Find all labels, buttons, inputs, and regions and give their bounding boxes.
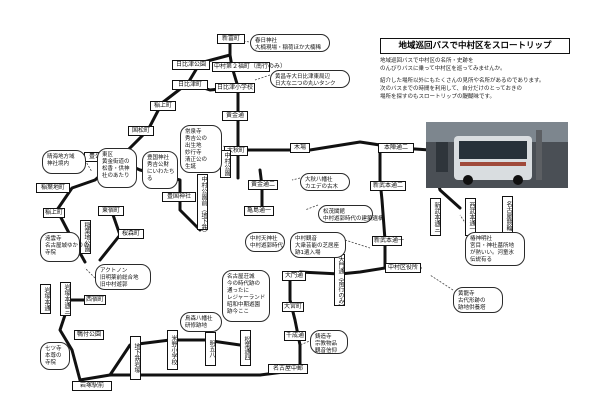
stop-nakamura-koen-mae: 中村公園前（地下鉄） — [197, 174, 208, 236]
note-kasuga-jinja: 春日神社 大楠現場・稲荷ほか大楠稀 — [250, 34, 330, 52]
bus-photo — [426, 122, 568, 188]
stop-kiba: 木場 — [290, 143, 310, 153]
stop-inabaji-koen: 稲葉地公園 — [80, 220, 91, 254]
note-chuzo-ji: 鋳造寺 宗教物品 観音信仰 — [310, 330, 348, 354]
note-actnon: アクトノン 旧明薬前総合地 旧中村遊郭 — [95, 264, 151, 290]
stop-honjin-dori-2: 本陣通二 — [378, 143, 414, 153]
stop-kunimatsucho: 国松町 — [128, 126, 154, 136]
stop-sakuramori: 桜森町 — [118, 229, 144, 239]
note-kogane-kaido: 東区 黄金街道の 松香・供神 社のあたり — [97, 148, 137, 188]
note-joizen-ji: 常泉寺 秀吉公の 出生地 妙行寺 清正公の 生誕 — [180, 125, 222, 173]
stop-chinari-dori: 千成通 — [284, 331, 306, 341]
stop-hibitsu-koen: 日比津公園 — [172, 60, 210, 70]
stop-iwatsuka-ekimae: 岩塚駅前 — [72, 381, 112, 391]
stop-hibitsu-school: 日比津小学校 — [215, 83, 255, 93]
intro-line: 次のバスまでの時間を利用して、自分だけのとっておきの — [380, 86, 522, 92]
stop-nishibu-hondori-1: 西武本通一 — [465, 198, 476, 236]
intro-line: 地域巡回バスで中村区の名所・史跡を — [380, 58, 474, 64]
note-oaki-hachiman: 大秋八幡社 カエデの古木 — [300, 173, 350, 191]
note-nakamura-kannon: 中村観音 大衆芸能の芝居座 跡1遺入場 — [290, 232, 346, 258]
stop-nakamura-2-fukumachi: 中村第２福町（南行のみ） — [212, 62, 287, 72]
note-jinja-keidai: 晴海地方域 神社境内 — [42, 150, 86, 174]
stop-higashijuku: 東宿町 — [98, 206, 124, 216]
stop-kamotsuke-koen: 鴨付公園 — [74, 330, 104, 340]
stop-shintomicho: 新富町 — [217, 34, 245, 44]
stop-omiya: 大宮町 — [282, 302, 304, 312]
note-koryu-ji: 黄龍寺 古代形跡の 跡地供養塔 — [453, 287, 503, 313]
intro-line: 場所を探すのもスロートリップの醍醐味です。 — [380, 94, 495, 100]
note-enun-ji: 遠雲寺 名古屋城ゆかりの 寺院 — [40, 232, 89, 262]
stop-nishijuku: 西宿町 — [84, 295, 106, 305]
stop-yoneno-school: 米野小学校 — [167, 330, 178, 370]
stop-kogane-dori-2: 黄金通二 — [248, 180, 278, 190]
note-hibitsu-tank: 黄昌寺大日比津東局辺 日大な二つの丸いタンク — [270, 70, 350, 88]
stop-hibitsucho: 日比津町 — [172, 80, 208, 90]
stop-shinbu-hondori-1: 新武本通一 — [372, 236, 405, 246]
note-toyokuni-jinja: 豊国神社 秀吉公財 にいわたち る — [142, 151, 178, 189]
stop-shinbu-hondori-3: 新武本通三 — [430, 198, 441, 236]
stop-matsuba-dori-4: 松葉通四 — [240, 330, 251, 366]
stop-kamejima-dori-1: 亀島通一 — [244, 206, 274, 216]
stop-mingo-hachi: 明五八 — [205, 332, 216, 366]
stop-inagami: 稲上町 — [150, 101, 176, 111]
stop-toyokuni-jinja: 豊国神社 — [162, 192, 196, 202]
stop-daimon-dori: 大門通 — [282, 271, 306, 281]
stop-chikatetsu-iwatsuka: 地下鉄岩塚 — [130, 336, 141, 380]
note-nanatsu-dera: 七ツ寺 本尊の 寺院 — [40, 342, 70, 370]
stop-iwatsuka-hondori-3: 岩塚本通三 — [60, 282, 71, 316]
note-torimori-hachiman: 鳥森八幡社 研修跡地 — [180, 312, 222, 332]
stop-nagoya-chuyu: 名古屋中郵 — [268, 364, 308, 374]
stop-daimon-dori-south: 大門通（南行のみ） — [334, 254, 345, 310]
stop-kogane-dori: 黄金通 — [222, 111, 248, 121]
note-matsumo-kan: 松茂閣館 中村遊郭時代の建築遺構 — [318, 205, 384, 223]
intro-line: のんびりバスに乗って中村区を巡ってみませんか。 — [380, 66, 506, 72]
stop-shinbu-hondori-2: 新武本通二 — [370, 181, 406, 191]
stop-inabaji: 稲葉地町 — [36, 183, 70, 193]
stop-nakamura-kuyakusho: 中村区役所 — [385, 263, 421, 273]
note-nagoya-sojo: 名古屋荘城 今の時代跡の 通ったに レジャーランド 昭和中期遊園 跡今ここ — [222, 270, 270, 322]
map-title: 地域巡回バスで中村区をスロートリップ — [380, 38, 570, 54]
note-tsubaki-shinmei: 椿神明社 宮目・神社墓所地 が熱いい。河童氷 伝説有る — [465, 232, 525, 266]
stop-iwatsuka-hondori: 岩塚本通 — [40, 284, 51, 314]
stop-inagami-2: 稲上町 — [43, 208, 65, 218]
note-nakamura-tenjin: 中村天神社 中村遊郭時代 — [245, 232, 285, 252]
intro-line: 紹介した場所以外にもたくさんの見所や名所があるのであります。 — [380, 78, 545, 84]
intro-text: 地域巡回バスで中村区の名所・史跡を のんびりバスに乗って中村区を巡ってみませんか… — [380, 57, 575, 101]
stop-nagoya-keirin: 名古屋競輪 — [502, 196, 513, 236]
